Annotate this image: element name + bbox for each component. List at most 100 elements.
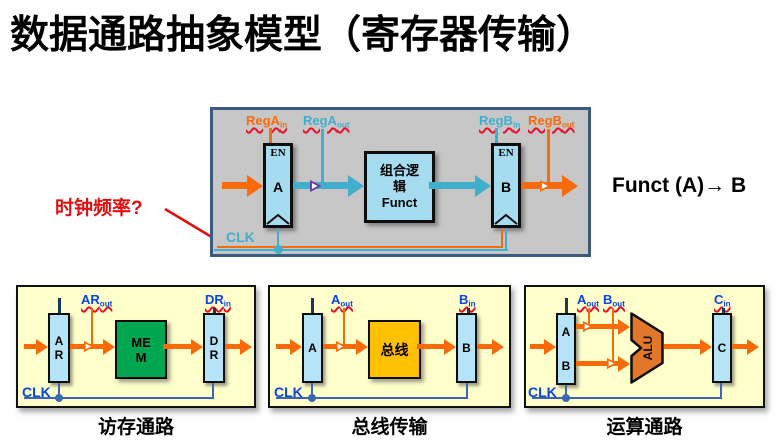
a-out-sub: out xyxy=(340,299,353,309)
clk-riser-b xyxy=(466,383,468,397)
ar-out-base: AR xyxy=(81,292,100,307)
b-to-alu-arrow xyxy=(576,361,618,366)
regb-in-sub: in xyxy=(512,120,521,130)
clock-chevron-icon xyxy=(266,213,290,225)
dr-in-label: DRin xyxy=(205,292,231,308)
bus-to-b-arrow xyxy=(417,344,444,349)
caption-alu-path: 运算通路 xyxy=(606,417,683,438)
register-b2-letter: B xyxy=(462,341,471,355)
rega-out-label: RegAout xyxy=(303,113,349,129)
mem-line1: ME xyxy=(131,334,151,350)
funct-line2: 辑 xyxy=(392,179,406,194)
register-a2: A xyxy=(302,313,323,383)
register-a: EN A xyxy=(263,143,293,228)
c-in-sub: in xyxy=(723,299,731,309)
regb-in-wire xyxy=(495,128,498,143)
mem-box: ME M xyxy=(115,320,167,379)
dr-in-sub: in xyxy=(223,299,231,309)
clock-frequency-question: 时钟频率? xyxy=(55,198,143,219)
a-out-sub: out xyxy=(586,299,599,309)
regb-in-base: RegB xyxy=(479,113,513,128)
a-out-label: Aout xyxy=(577,292,599,308)
b-in-sub: in xyxy=(468,299,476,309)
regb-in-label: RegBin xyxy=(479,113,520,129)
register-c: C xyxy=(712,313,732,383)
input-arrow xyxy=(24,344,36,349)
clk-wire-orange xyxy=(217,246,503,248)
register-dr: D R xyxy=(203,313,225,383)
rega-in-base: RegA xyxy=(246,113,280,128)
register-c-letter: C xyxy=(717,341,727,355)
reg-a-top-stub xyxy=(311,298,314,313)
funct-line3: Funct xyxy=(381,195,418,210)
bus-line1: 总线 xyxy=(380,341,409,358)
rega-out-wire xyxy=(321,129,324,182)
output-triangle-icon xyxy=(540,180,552,192)
reg-ab-top-stub xyxy=(565,298,568,313)
clk-riser-a xyxy=(277,228,279,249)
output-arrow xyxy=(225,344,240,349)
dr-in-wire xyxy=(213,308,216,314)
input-arrow xyxy=(530,344,544,349)
page-title: 数据通路抽象模型（寄存器传输） xyxy=(10,14,596,57)
b-in-base: B xyxy=(459,292,469,307)
funct-to-b-arrow xyxy=(429,182,475,189)
b-out-sub: out xyxy=(612,299,625,309)
clk-wire xyxy=(276,397,468,399)
reg-ar-top-stub xyxy=(58,298,61,313)
dr-in-base: DR xyxy=(205,292,224,307)
ar-out-label: ARout xyxy=(81,292,112,308)
a-out-base: A xyxy=(577,292,587,307)
rega-in-label: RegAin xyxy=(246,113,287,129)
b-out-wire xyxy=(612,308,614,364)
regb-out-label: RegBout xyxy=(528,113,574,129)
enable-triangle-icon xyxy=(335,340,347,353)
rega-in-sub: in xyxy=(279,120,288,130)
c-in-base: C xyxy=(714,292,724,307)
regb-out-sub: out xyxy=(561,120,575,130)
panel-alu-path: Aout Bout Cin A B ALU C xyxy=(524,285,765,408)
main-diagram: RegAin RegAout RegBin RegBout EN A 组合逻 辑 xyxy=(210,107,591,257)
clk-riser-c xyxy=(720,383,722,397)
register-ar-letter: A xyxy=(54,334,64,348)
a-out-base: A xyxy=(331,292,341,307)
clk-stub-ar xyxy=(58,383,60,397)
mem-to-dr-arrow xyxy=(163,344,191,349)
register-ab: A B xyxy=(556,313,576,385)
caption-bus-transfer: 总线传输 xyxy=(351,417,428,438)
output-arrow xyxy=(477,344,492,349)
register-b2: B xyxy=(456,313,477,383)
register-ar-letter: R xyxy=(54,348,64,362)
rega-out-base: RegA xyxy=(303,113,337,128)
clk-riser-b-orange xyxy=(501,228,503,246)
clock-chevron-icon xyxy=(494,213,518,225)
clk-junction-dot xyxy=(274,245,283,254)
a-out-wire xyxy=(343,308,345,347)
clk-label: CLK xyxy=(528,384,557,400)
register-a-enable-label: EN xyxy=(270,147,286,159)
funct-line1: 组合逻 xyxy=(379,163,419,178)
clk-wire xyxy=(532,397,722,399)
ar-out-wire xyxy=(91,308,93,347)
register-a2-letter: A xyxy=(308,341,317,355)
b-out-label: Bout xyxy=(603,292,625,308)
input-arrow xyxy=(222,182,247,189)
clk-riser-dr xyxy=(212,383,214,397)
funct-box: 组合逻 辑 Funct xyxy=(364,151,435,223)
rega-out-sub: out xyxy=(336,120,350,130)
clk-wire xyxy=(24,397,214,399)
rega-in-wire xyxy=(269,128,272,143)
register-b: EN B xyxy=(491,143,521,228)
register-a-name: A xyxy=(272,179,284,195)
register-ar: A R xyxy=(48,313,70,383)
clk-junction-dot xyxy=(308,394,316,402)
mem-line2: M xyxy=(135,349,147,365)
register-ab-letter-b: B xyxy=(561,359,571,373)
panel-bus-transfer: Aout Bin A 总线 B CLK xyxy=(268,285,511,408)
clk-label-main: CLK xyxy=(226,229,255,245)
register-dr-letter: R xyxy=(209,348,219,362)
regb-out-base: RegB xyxy=(528,113,562,128)
panel-memory-path: ARout DRin A R ME M D R CLK xyxy=(16,285,256,408)
enable-triangle-icon xyxy=(310,180,322,192)
